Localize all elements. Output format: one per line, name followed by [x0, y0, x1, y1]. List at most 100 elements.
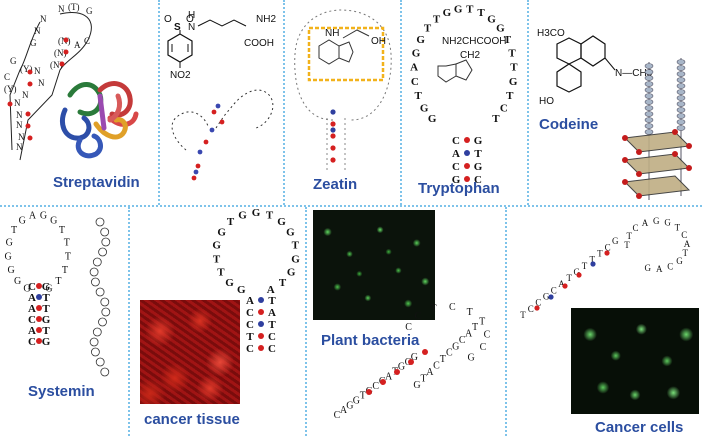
pb-base: G	[411, 352, 418, 363]
ct-loop-base: T	[213, 253, 221, 265]
sys-loop-base: G	[4, 251, 11, 262]
sys-loop-base: G	[14, 276, 21, 287]
codeine-bead	[644, 63, 654, 69]
svg-text:N: N	[188, 22, 195, 33]
sys-helix-bead	[89, 337, 99, 347]
ct-loop-base: G	[238, 209, 247, 221]
sys-helix-bead	[92, 257, 102, 267]
sys-loop-base: G	[40, 211, 47, 222]
ct-stem-pair-dot	[258, 297, 264, 303]
divider-v4	[527, 0, 529, 205]
cc-base: G	[664, 218, 671, 228]
panel-zeatin: NH OH Zeatin	[285, 0, 400, 205]
cc-base: T	[675, 222, 681, 232]
codeine-bead	[676, 71, 686, 77]
cc-base: G	[644, 263, 651, 273]
sys-stem-pair-dot	[36, 316, 42, 322]
sys-helix-bead	[95, 217, 105, 227]
ct-stem-pair-dot	[258, 309, 264, 315]
pb-base: A	[385, 371, 393, 382]
systemin-helix-beads	[89, 217, 111, 377]
pb-pair-dot	[394, 369, 400, 375]
plant-bacteria-image	[313, 210, 435, 320]
pb-base: T	[440, 354, 446, 365]
trp-loop-base: G	[509, 76, 518, 88]
sys-helix-bead	[95, 287, 105, 297]
svg-text:N: N	[18, 132, 25, 142]
svg-text:N: N	[16, 120, 23, 130]
svg-text:N: N	[16, 110, 23, 120]
pb-base: A	[340, 405, 348, 416]
pb-base: G	[353, 396, 360, 407]
cc-base: G	[543, 292, 550, 302]
svg-text:(N): (N)	[54, 48, 67, 58]
ct-stem-right: C	[268, 343, 276, 355]
trp-loop-base: T	[508, 47, 516, 59]
panel-sulfonamide-aptamer: S O O N H NH2 COOH NO2	[160, 0, 283, 205]
svg-text:C: C	[84, 36, 90, 46]
pb-base: T	[479, 317, 485, 328]
pb-base: C	[334, 410, 341, 421]
sys-helix-bead	[91, 277, 100, 287]
divider-v6	[305, 207, 307, 436]
pb-base: T	[467, 307, 473, 318]
divider-v1	[158, 0, 160, 205]
divider-v2	[283, 0, 285, 205]
trp-loop-base: T	[506, 90, 514, 102]
zeatin-aptamer-diagram: NH OH	[294, 9, 392, 172]
sys-helix-bead	[92, 327, 102, 337]
codeine-bead	[676, 107, 686, 113]
svg-text:(N): (N)	[50, 60, 63, 70]
zeatin-oh-label: OH	[371, 36, 386, 47]
cc-base: T	[589, 255, 595, 265]
ct-stem-pair-dot	[258, 333, 264, 339]
trp-stem-pair-dot	[464, 137, 470, 143]
trp-loop-base: G	[420, 102, 429, 114]
sys-loop-base: G	[19, 216, 26, 227]
ct-loop-base: T	[279, 277, 287, 289]
svg-text:N: N	[14, 98, 21, 108]
sys-helix-bead	[98, 317, 107, 327]
ct-stem-right: T	[268, 319, 276, 331]
trp-stem-left: G	[452, 174, 461, 186]
sys-loop-base: G	[50, 216, 57, 227]
pb-pair-dot	[380, 379, 386, 385]
codeine-structure-diagram: H3CO HO N—CH3	[537, 28, 692, 200]
trp-loop-base: T	[477, 7, 485, 19]
sys-stem-left: A	[28, 292, 36, 304]
plant-bacteria-aptamer-diagram: CAGGTGCCATGCGCCTCTTCCGTACGCTCATG	[334, 302, 491, 421]
cc-pair-dot	[562, 283, 568, 289]
panel-plant-bacteria: Plant bacteria CAGGTGCCATGCGCCTCTTCCGTAC…	[307, 208, 505, 436]
ct-loop-base: G	[277, 216, 286, 228]
pb-base: C	[415, 311, 422, 322]
codeine-bead	[644, 87, 654, 93]
trp-loop-base: T	[433, 13, 441, 25]
sys-stem-left: A	[28, 303, 36, 315]
ct-loop-base: G	[286, 227, 295, 239]
pb-base: C	[484, 329, 491, 340]
carboxyl-label: COOH	[244, 38, 274, 49]
sys-stem-right: G	[42, 281, 51, 293]
sys-stem-right: T	[42, 325, 50, 337]
ct-loop-base: G	[237, 284, 246, 296]
trp-ch2: CH2	[460, 50, 480, 61]
ct-stem-left: C	[246, 319, 254, 331]
cc-base: T	[624, 240, 630, 250]
sulfonamide-aptamer-diagram: S O O N H NH2 COOH NO2	[164, 10, 276, 181]
sys-loop-base: T	[64, 238, 70, 249]
pb-pair-dot	[408, 359, 414, 365]
cc-pair-dot	[590, 261, 596, 267]
codeine-bead	[644, 75, 654, 81]
trp-loop-base: C	[500, 102, 508, 114]
codeine-bead	[676, 101, 686, 107]
pb-base: C	[433, 361, 440, 372]
cc-base: T	[683, 248, 689, 258]
trp-stem-right: C	[474, 174, 482, 186]
ct-stem-left: T	[246, 331, 254, 343]
label-streptavidin: Streptavidin	[53, 174, 140, 191]
